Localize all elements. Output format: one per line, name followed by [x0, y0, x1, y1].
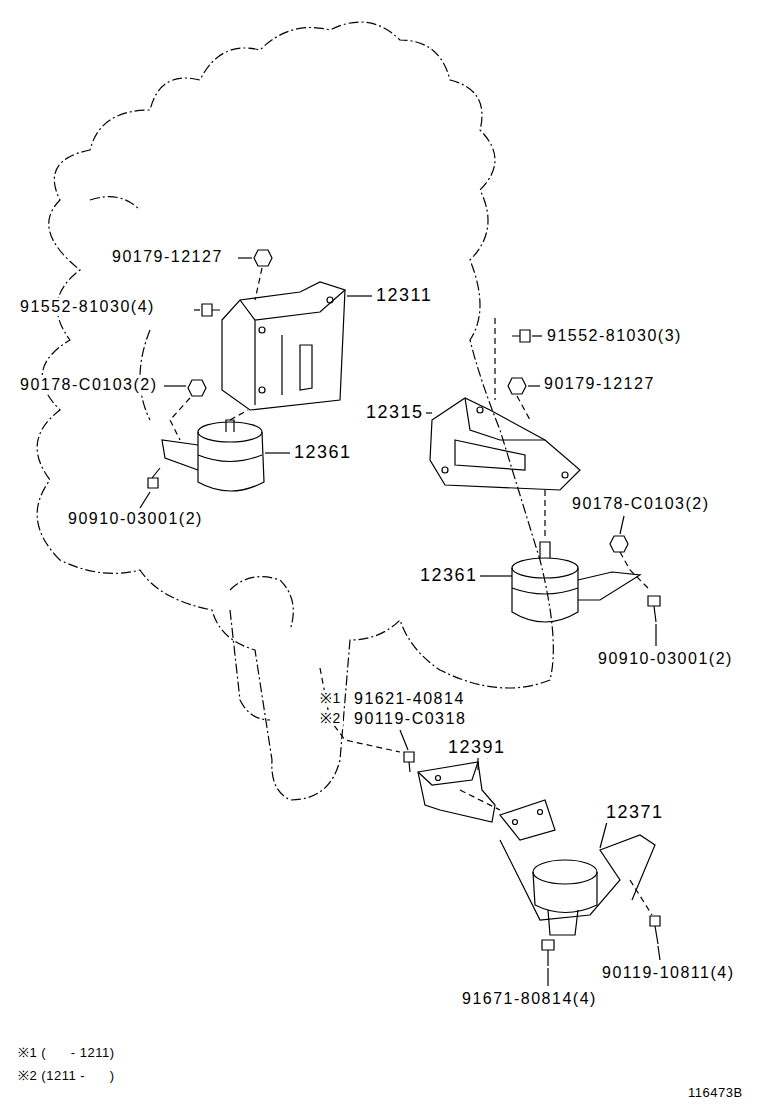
bracket-12391 — [418, 762, 495, 822]
bracket-12315 — [430, 398, 580, 490]
part-number: 90910-03001(2) — [66, 510, 205, 528]
assembly-line — [170, 268, 652, 915]
callout-number: 12361 — [292, 442, 354, 463]
note-mark: ※1 — [318, 690, 343, 706]
callout-number: 12371 — [604, 802, 666, 823]
note: ※1 ( - 1211) — [16, 1046, 117, 1061]
part-number: 91621-40814 — [352, 690, 467, 708]
callout-number: 12361 — [418, 565, 480, 586]
part-number: 91552-81030(3) — [545, 327, 684, 345]
part-number: 91552-81030(4) — [18, 298, 157, 316]
part-number: 90119-C0318 — [352, 710, 468, 728]
note-mark: ※2 — [318, 710, 343, 726]
note: ※2 (1211 - ) — [16, 1069, 117, 1084]
engine-outline — [37, 22, 553, 800]
callout-number: 12391 — [446, 737, 508, 758]
callout-number: 12315 — [364, 402, 426, 423]
part-number: 90179-12127 — [542, 375, 657, 393]
part-number: 90119-10811(4) — [600, 964, 737, 982]
mount-12361 — [162, 420, 264, 491]
fastener — [148, 250, 660, 966]
bracket-12311 — [222, 282, 345, 410]
drawing-number: 116473B — [686, 1086, 745, 1101]
part-number: 91671-80814(4) — [460, 990, 599, 1008]
engine-detail — [90, 197, 293, 720]
part-number: 90910-03001(2) — [596, 650, 735, 668]
part-number: 90178-C0103(2) — [570, 495, 712, 513]
part-number: 90179-12127 — [110, 248, 225, 266]
leader-line — [140, 258, 660, 986]
callout-number: 12311 — [374, 285, 434, 306]
part-number: 90178-C0103(2) — [18, 376, 160, 394]
